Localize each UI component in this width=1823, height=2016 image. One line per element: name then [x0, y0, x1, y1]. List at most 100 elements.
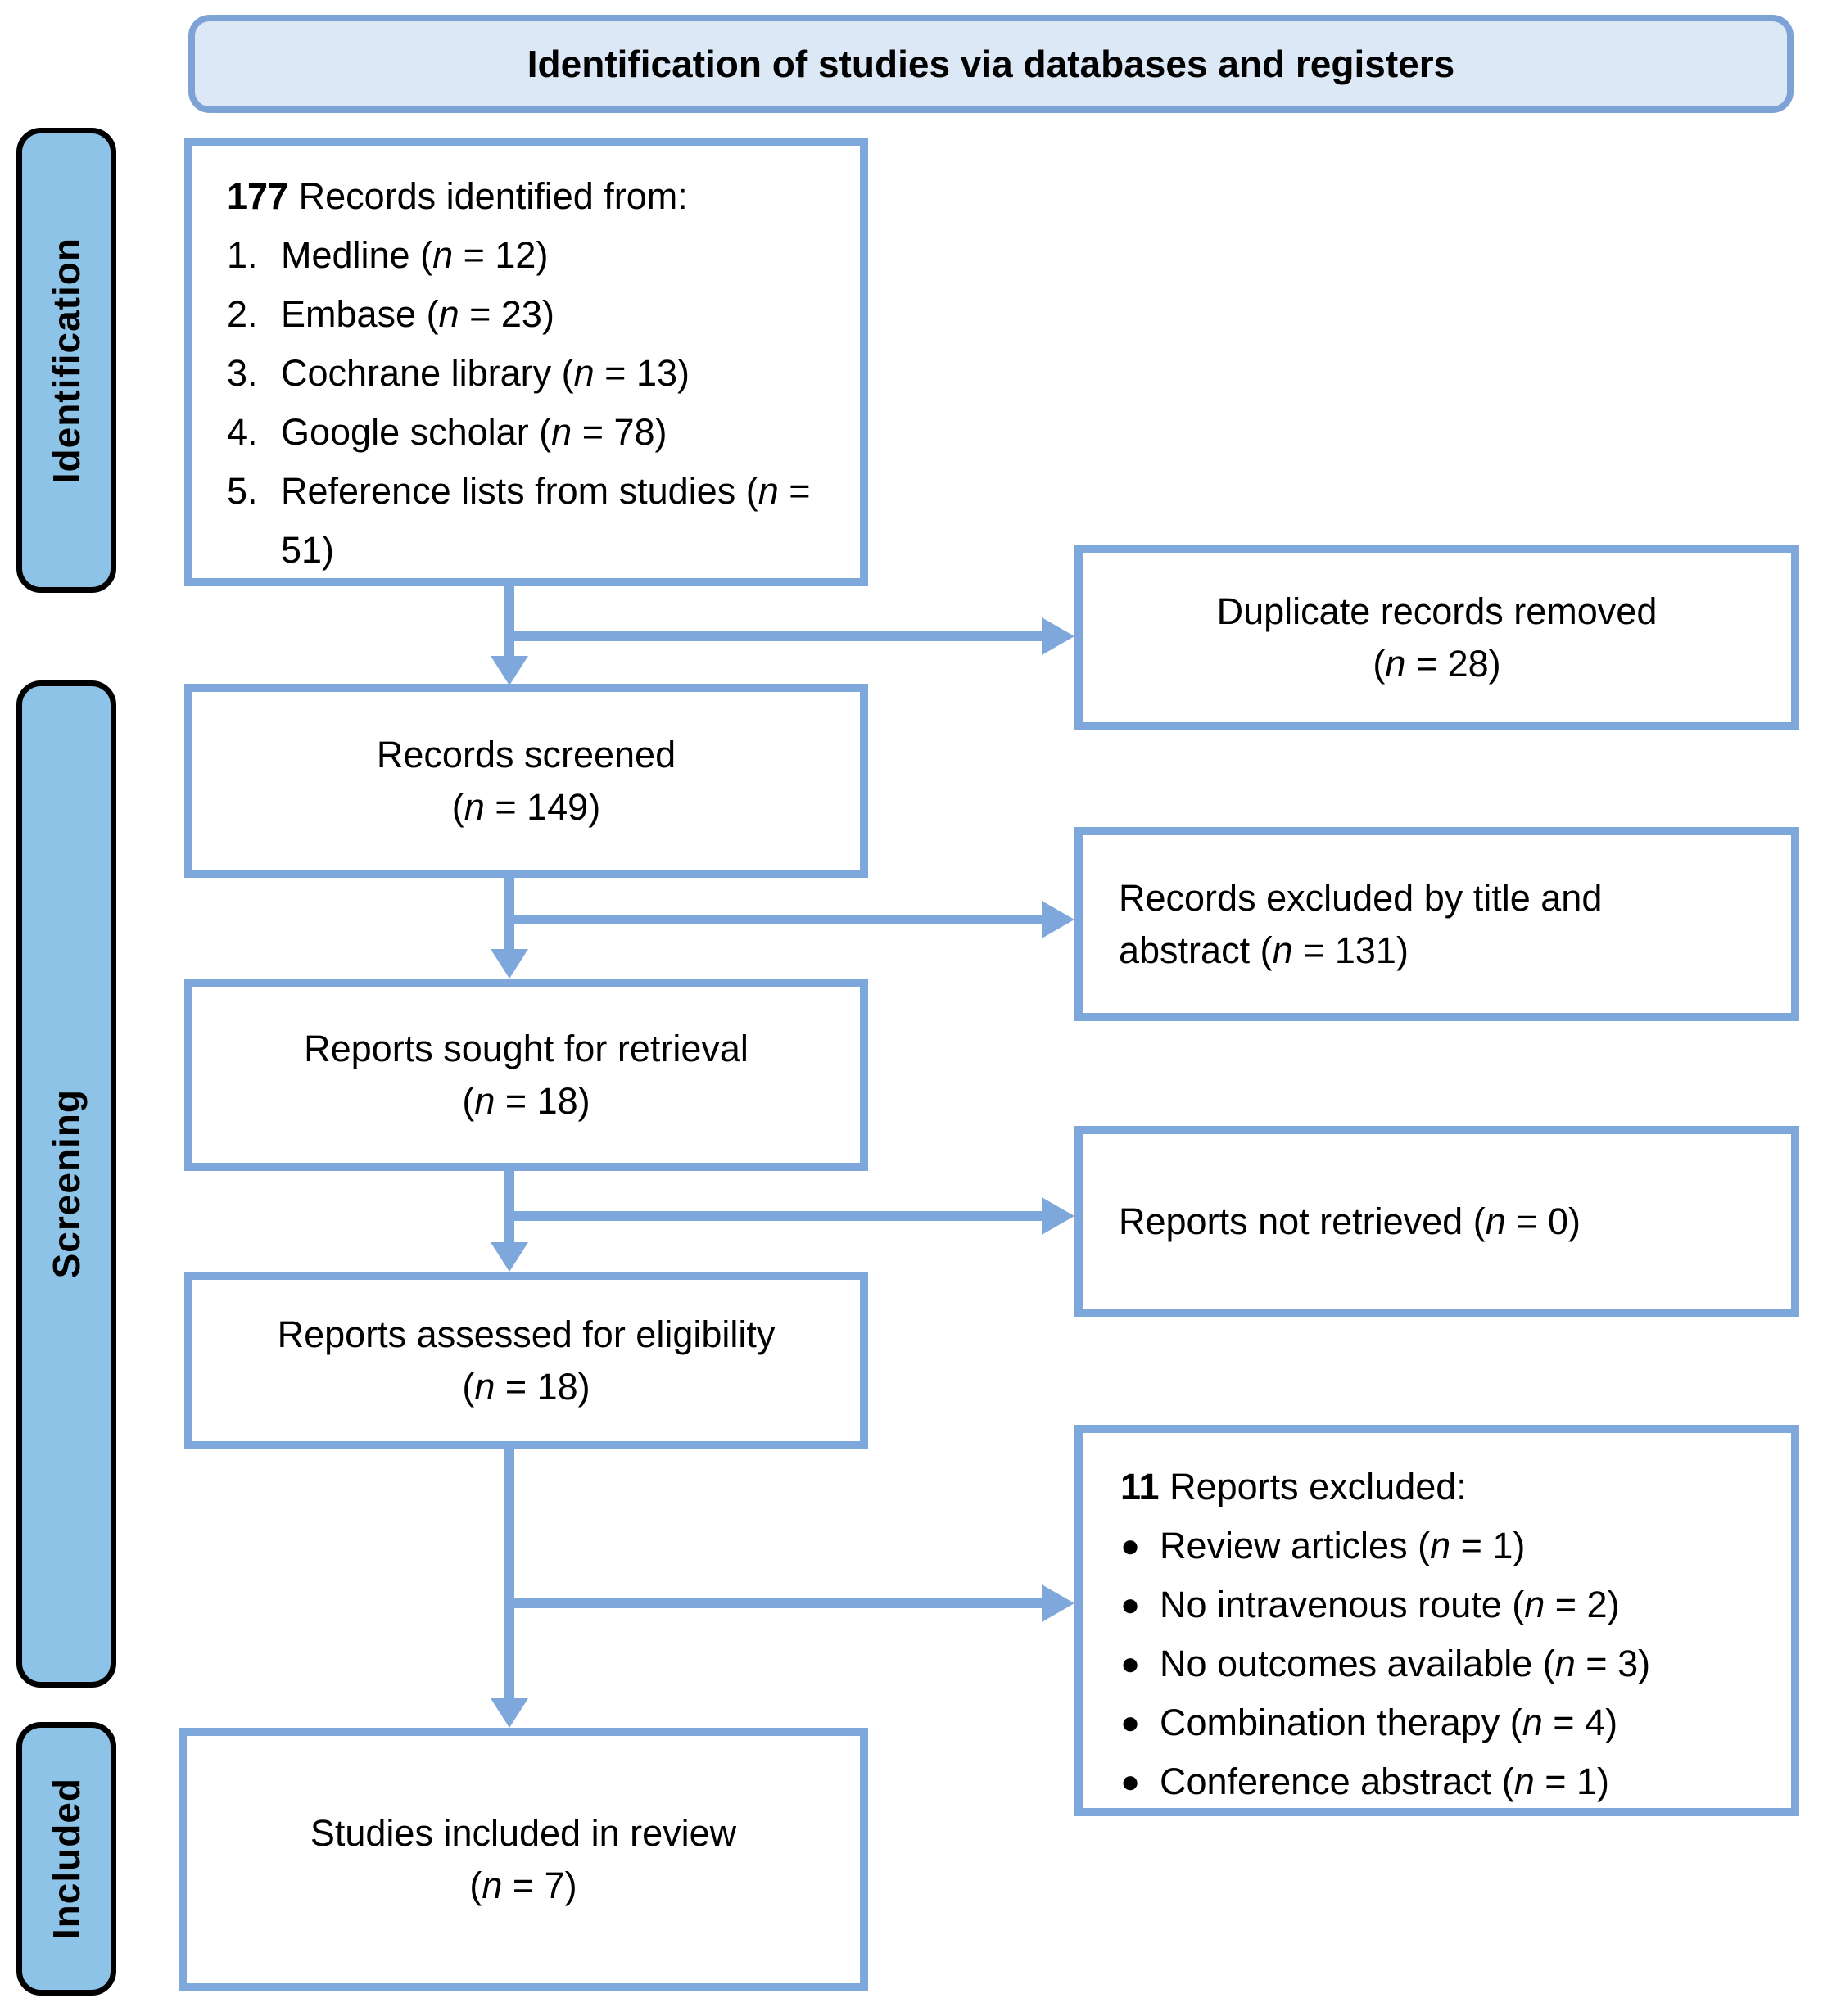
- item-text: No outcomes available (n = 3): [1160, 1643, 1651, 1684]
- box-reports-assessed: Reports assessed for eligibility (n = 18): [184, 1272, 868, 1449]
- heading-count: 11: [1120, 1466, 1160, 1507]
- n-symbol: n: [1554, 1643, 1576, 1684]
- n-symbol: n: [551, 411, 572, 453]
- arrowhead-to-excluded: [1042, 901, 1074, 938]
- phase-label-text: Screening: [45, 1089, 88, 1279]
- arrow-line-to-duplicates: [504, 631, 1043, 641]
- item-text: Medline (n = 12): [281, 234, 549, 276]
- heading-text: Reports excluded:: [1159, 1466, 1467, 1507]
- n-symbol: n: [758, 470, 779, 512]
- box-n-value: (n = 7): [469, 1865, 577, 1906]
- box-records-excluded: Records excluded by title and abstract (…: [1074, 827, 1799, 1021]
- arrowhead-to-not-retrieved: [1042, 1197, 1074, 1235]
- item-text: Cochrane library (n = 13): [281, 352, 690, 394]
- n-symbol: n: [1272, 929, 1293, 971]
- arrowhead-assessed-to-included: [491, 1698, 528, 1728]
- records-identified-heading: 177 Records identified from:: [227, 167, 845, 226]
- arrow-line-to-reports-excluded: [504, 1598, 1043, 1608]
- arrowhead-to-reports-excluded: [1042, 1584, 1074, 1622]
- excluded-reason-item: ● No outcomes available (n = 3): [1120, 1634, 1775, 1693]
- n-symbol: n: [1513, 1761, 1535, 1802]
- identified-source-item: 1. Medline (n = 12): [227, 226, 845, 285]
- phase-label-text: Identification: [45, 237, 88, 484]
- phase-label-text: Included: [45, 1778, 88, 1940]
- n-symbol: n: [474, 1365, 495, 1408]
- box-label: Reports not retrieved (n = 0): [1119, 1200, 1581, 1242]
- excluded-reasons-list: ● Review articles (n = 1) ● No intravenous …: [1120, 1517, 1775, 1811]
- item-number: 2.: [227, 293, 258, 335]
- box-reports-sought: Reports sought for retrieval (n = 18): [184, 979, 868, 1171]
- n-symbol: n: [482, 1865, 503, 1906]
- heading-count: 177: [227, 175, 289, 217]
- bullet-icon: ●: [1120, 1646, 1141, 1682]
- bullet-icon: ●: [1120, 1528, 1141, 1564]
- item-number: 1.: [227, 234, 258, 276]
- box-records-identified: 177 Records identified from: 1. Medline (…: [184, 138, 868, 586]
- arrowhead-to-duplicates: [1042, 617, 1074, 655]
- box-n-value: (n = 28): [1373, 642, 1501, 685]
- n-symbol: n: [474, 1079, 495, 1122]
- identified-source-item: 3. Cochrane library (n = 13): [227, 344, 845, 403]
- box-reports-excluded: 11 Reports excluded: ● Review articles (n…: [1074, 1425, 1799, 1816]
- arrow-line-to-not-retrieved: [504, 1211, 1043, 1221]
- item-text: Conference abstract (n = 1): [1160, 1761, 1610, 1802]
- n-symbol: n: [432, 234, 454, 276]
- n-symbol: n: [438, 293, 459, 335]
- box-n-value: (n = 18): [462, 1365, 590, 1408]
- excluded-reason-item: ● Review articles (n = 1): [1120, 1517, 1775, 1575]
- excluded-reason-item: ● No intravenous route (n = 2): [1120, 1575, 1775, 1634]
- n-symbol: n: [1522, 1702, 1543, 1743]
- box-n-value: (n = 18): [462, 1079, 590, 1122]
- arrow-line-screened-to-sought: [504, 878, 514, 950]
- arrowhead-identified-to-screened: [491, 656, 528, 685]
- n-symbol: n: [464, 785, 485, 828]
- reports-excluded-heading: 11 Reports excluded:: [1120, 1458, 1775, 1517]
- identified-source-item: 2. Embase (n = 23): [227, 285, 845, 344]
- item-text: Google scholar (n = 78): [281, 411, 667, 453]
- box-label: Studies included in review: [310, 1812, 737, 1854]
- box-studies-included: Studies included in review (n = 7): [179, 1728, 868, 1991]
- excluded-reason-item: ● Conference abstract (n = 1): [1120, 1752, 1775, 1811]
- box-label: Reports sought for retrieval: [304, 1027, 749, 1069]
- heading-text: Records identified from:: [288, 175, 688, 217]
- header-title: Identification of studies via databases …: [527, 43, 1455, 85]
- item-number: 3.: [227, 352, 258, 394]
- item-text: Reference lists from studies (n = 51): [281, 470, 811, 571]
- box-label: Records excluded by title and abstract (…: [1119, 876, 1603, 971]
- identified-source-item: 4. Google scholar (n = 78): [227, 403, 845, 462]
- item-number: 5.: [227, 470, 258, 512]
- box-reports-not-retrieved: Reports not retrieved (n = 0): [1074, 1126, 1799, 1317]
- n-symbol: n: [1485, 1200, 1506, 1242]
- item-text: Review articles (n = 1): [1160, 1525, 1526, 1566]
- identified-records-list: 1. Medline (n = 12) 2. Embase (n = 23) 3. Coc…: [227, 226, 845, 580]
- bullet-icon: ●: [1120, 1764, 1141, 1800]
- item-text: Embase (n = 23): [281, 293, 554, 335]
- excluded-reason-item: ● Combination therapy (n = 4): [1120, 1693, 1775, 1752]
- item-number: 4.: [227, 411, 258, 453]
- phase-label-screening: Screening: [16, 680, 116, 1688]
- box-records-screened: Records screened (n = 149): [184, 684, 868, 878]
- arrowhead-sought-to-assessed: [491, 1242, 528, 1272]
- header-banner: Identification of studies via databases …: [188, 15, 1794, 113]
- identified-source-item: 5. Reference lists from studies (n = 51): [227, 462, 845, 580]
- arrow-line-assessed-to-included: [504, 1448, 514, 1700]
- box-label: Reports assessed for eligibility: [277, 1313, 776, 1355]
- arrow-line-to-excluded: [504, 915, 1043, 924]
- phase-label-included: Included: [16, 1722, 116, 1996]
- arrowhead-screened-to-sought: [491, 949, 528, 979]
- n-symbol: n: [573, 352, 595, 394]
- bullet-icon: ●: [1120, 1705, 1141, 1741]
- box-duplicates-removed: Duplicate records removed (n = 28): [1074, 545, 1799, 730]
- arrow-line-sought-to-assessed: [504, 1171, 514, 1243]
- bullet-icon: ●: [1120, 1587, 1141, 1623]
- n-symbol: n: [1385, 642, 1406, 685]
- box-label: Records screened: [376, 733, 676, 775]
- n-symbol: n: [1430, 1525, 1451, 1566]
- item-text: No intravenous route (n = 2): [1160, 1584, 1620, 1625]
- box-n-value: (n = 149): [451, 785, 601, 828]
- n-symbol: n: [1524, 1584, 1545, 1625]
- item-text: Combination therapy (n = 4): [1160, 1702, 1618, 1743]
- box-label: Duplicate records removed: [1216, 590, 1658, 632]
- arrow-line-identified-to-screened: [504, 586, 514, 658]
